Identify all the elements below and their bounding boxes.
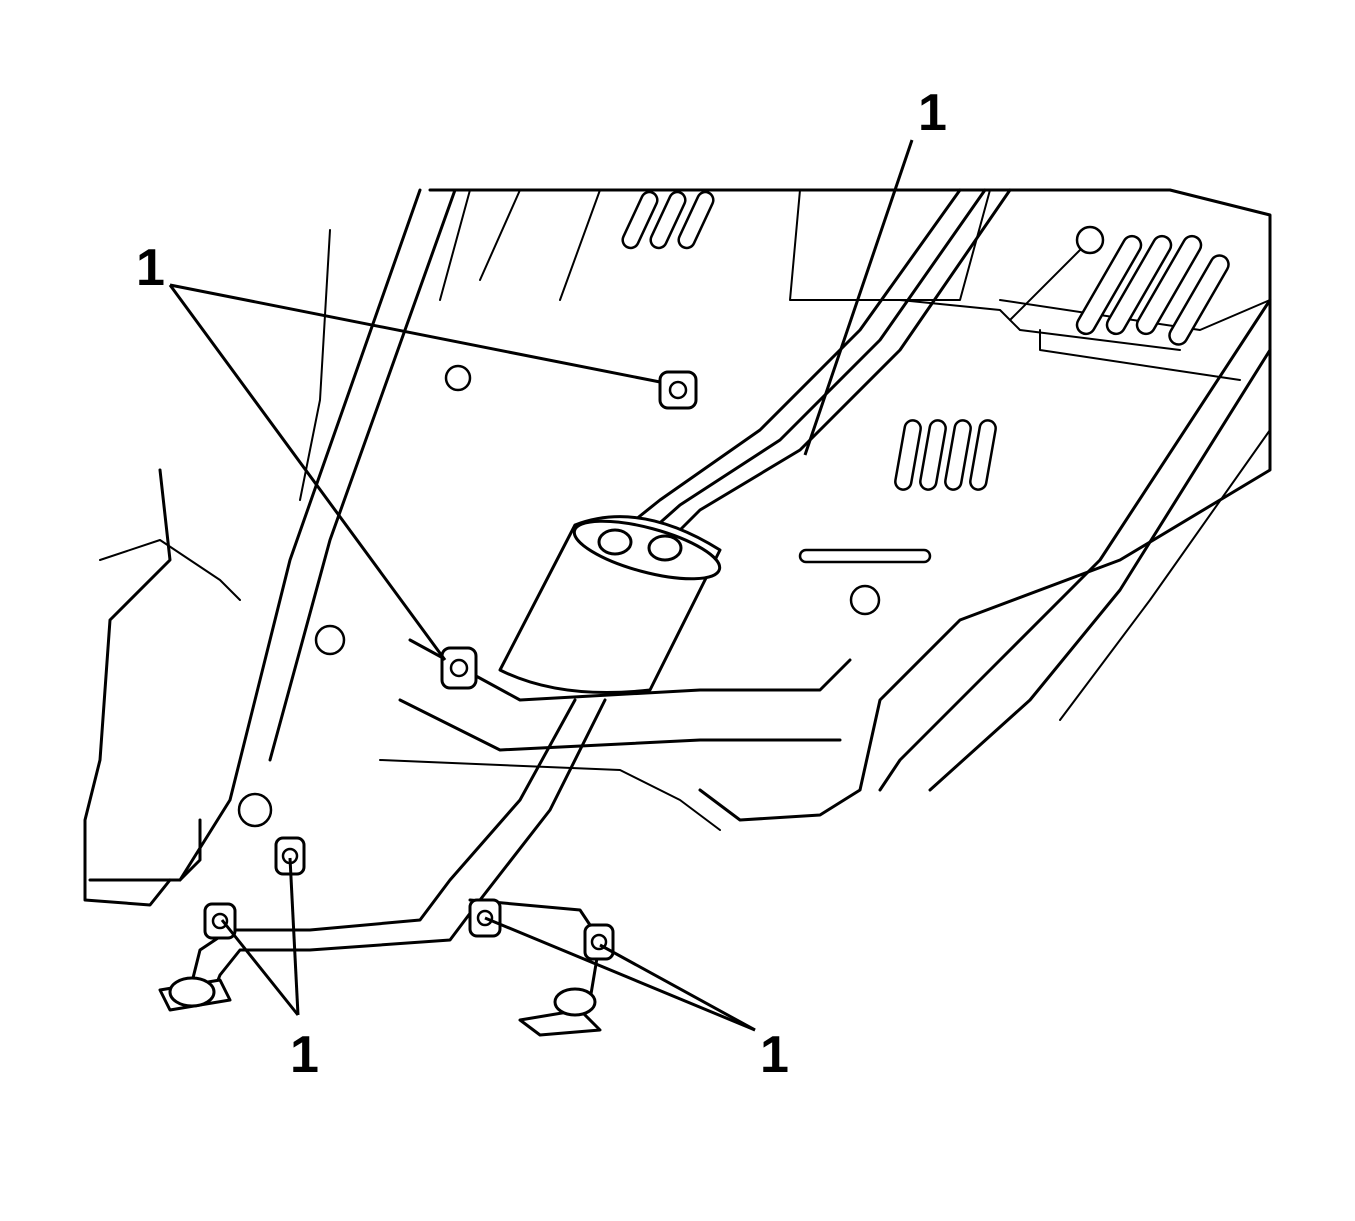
callout-label-top-left: 1 bbox=[136, 239, 165, 297]
callout-leaders bbox=[168, 139, 914, 1032]
exhaust-hanger-insulator-icon bbox=[583, 923, 615, 961]
tailpipe-bracket bbox=[158, 976, 602, 1037]
floor-stampings bbox=[237, 190, 1230, 828]
exhaust-tailpipe bbox=[188, 698, 607, 1002]
callout-label-bottom-right: 1 bbox=[760, 1026, 789, 1084]
exhaust-intermediate-pipe bbox=[608, 188, 1012, 552]
exhaust-hanger-insulator-icon bbox=[658, 370, 698, 410]
left-frame-rail bbox=[83, 188, 457, 907]
callout-label-top-right: 1 bbox=[918, 84, 947, 142]
underbody-floor-pan bbox=[428, 188, 1272, 822]
rear-crossmember bbox=[379, 638, 852, 831]
exhaust-hanger-insulator-icon bbox=[440, 646, 478, 690]
right-frame-rail bbox=[878, 298, 1272, 792]
callout-label-bottom-left: 1 bbox=[290, 1026, 319, 1084]
exhaust-hanger-insulator-icon bbox=[203, 902, 237, 940]
muffler bbox=[498, 515, 722, 694]
